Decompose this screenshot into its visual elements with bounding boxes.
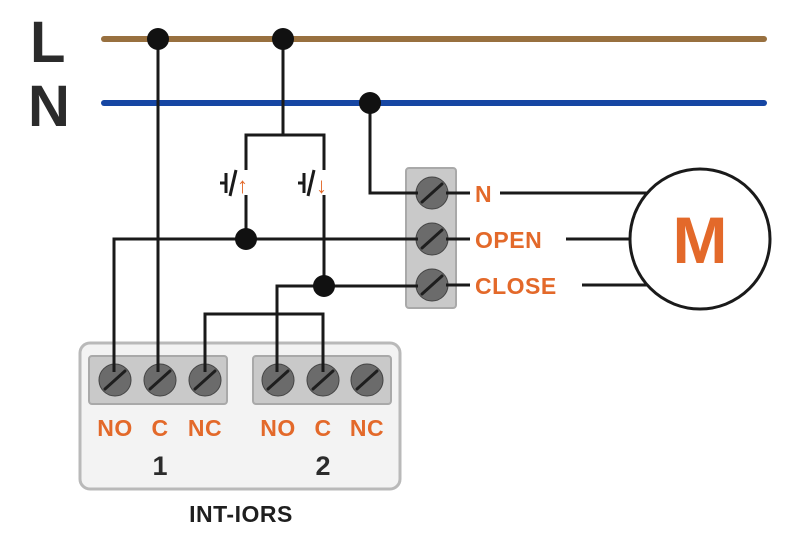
up-arrow-icon: ↑ [237, 173, 248, 198]
relay-2-label-nc: NC [350, 415, 384, 441]
relay-1-number: 1 [152, 451, 167, 481]
terminal-label-open: OPEN [475, 227, 542, 253]
terminal-label-close: CLOSE [475, 273, 557, 299]
terminal-screw-close [415, 268, 449, 302]
wires [112, 39, 652, 372]
relay-2-screw-nc [350, 363, 384, 397]
down-arrow-icon: ↓ [316, 173, 327, 198]
terminal-label-n: N [475, 181, 492, 207]
relay-1-label-no: NO [97, 415, 133, 441]
device-title: INT-IORS [189, 501, 293, 527]
neutral-line-label: N [28, 74, 70, 139]
relay-2-number: 2 [315, 451, 330, 481]
relay-2-label-c: C [314, 415, 331, 441]
switch-open: ↑ [220, 169, 248, 198]
junction-dots [147, 28, 381, 297]
relay-1-label-nc: NC [188, 415, 222, 441]
relay-1-label-c: C [151, 415, 168, 441]
motor-label: M [673, 203, 728, 277]
relay-2-label-no: NO [260, 415, 296, 441]
live-line-label: L [30, 10, 65, 75]
terminal-screw-n [415, 176, 449, 210]
terminal-screw-open [415, 222, 449, 256]
relay-2-screw-no [261, 363, 295, 397]
switch-close: ↓ [298, 169, 327, 198]
relay-1-screw-nc [188, 363, 222, 397]
motor: M [628, 167, 772, 311]
relay-1-screw-c [143, 363, 177, 397]
relay-1-screw-no [98, 363, 132, 397]
